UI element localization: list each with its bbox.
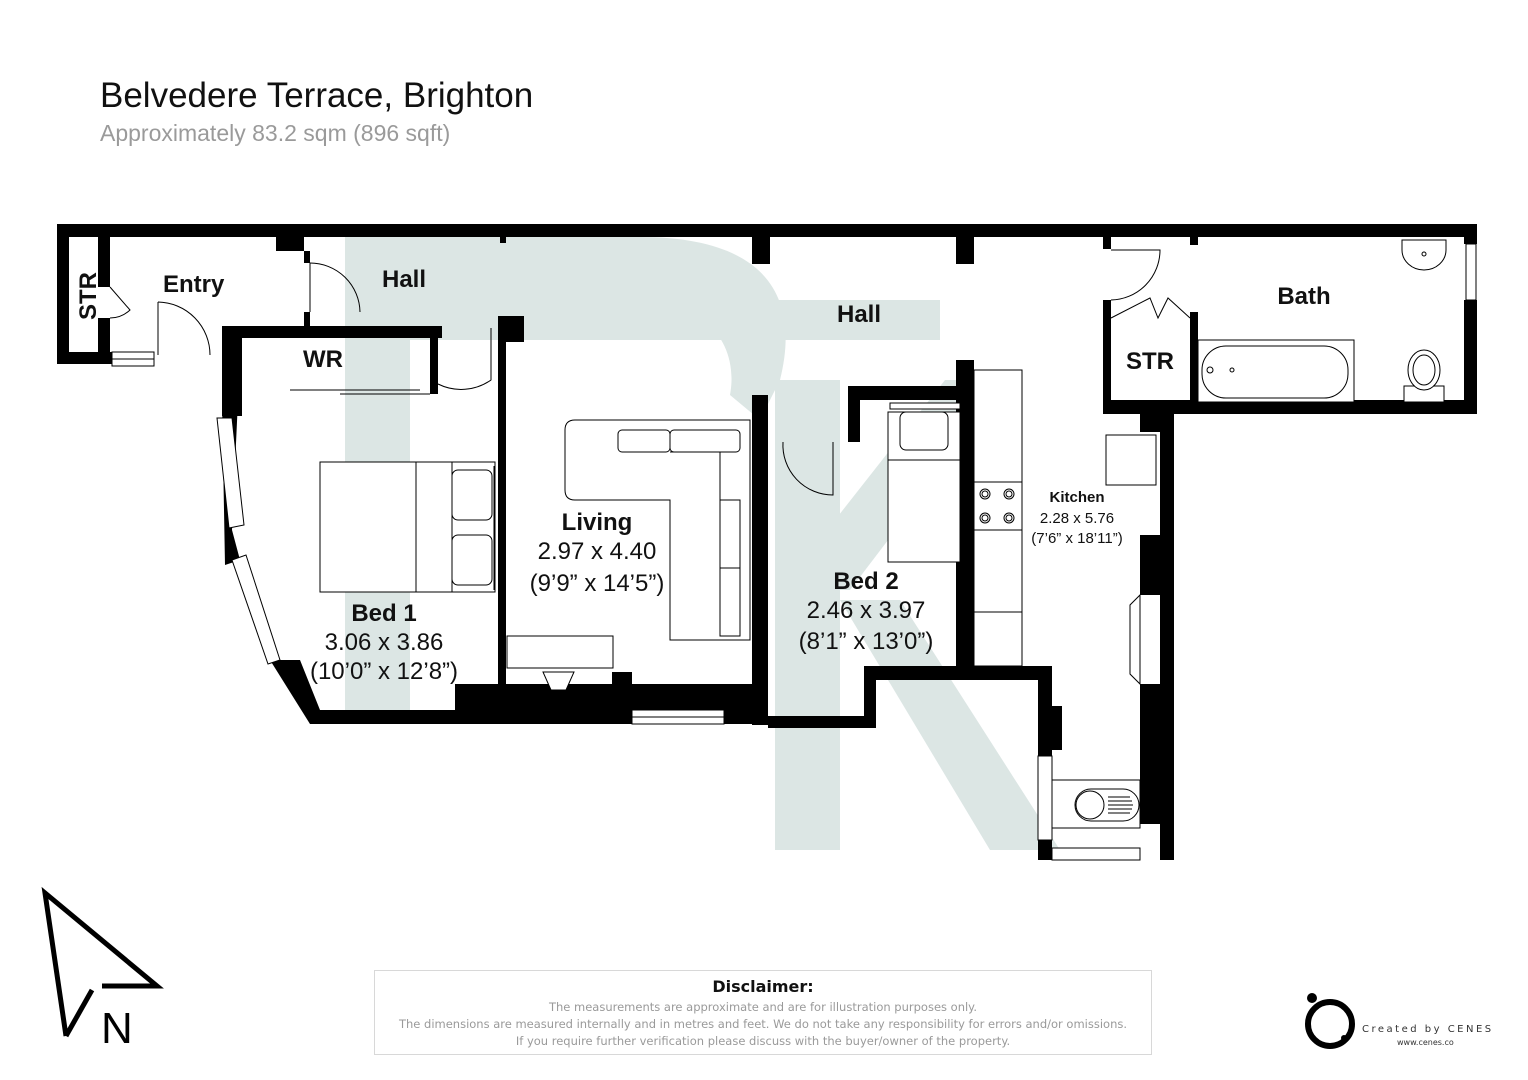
room-label-hall-left: Hall [382,266,426,293]
property-area: Approximately 83.2 sqm (896 sqft) [100,120,451,146]
credit-url[interactable]: www.cenes.co [1397,1038,1454,1047]
room-label-str-right: STR [1126,348,1174,375]
fireplace-icon [542,671,575,691]
radiator-icon [1129,593,1141,686]
disclaimer-heading: Disclaimer: [712,977,814,996]
room-imperial-living: (9’9” x 14’5”) [530,570,665,597]
room-label-hall: Hall [837,301,881,328]
room-label-entry: Entry [163,271,225,298]
kitchen-sink-icon [1051,779,1141,829]
credit-text: Created by CENES [1362,1024,1494,1035]
room-labels: STR Entry Hall Hall WR Bed 1 3.06 x 3.86… [75,266,1331,685]
disclaimer-line: If you require further verification plea… [515,1034,1011,1048]
disclaimer-line: The measurements are approximate and are… [548,1000,978,1014]
compass-label: N [101,1004,133,1053]
windows [111,243,1477,861]
room-label-bed1: Bed 1 [351,600,416,627]
washbasin-icon [1401,239,1447,271]
doors [109,249,1191,496]
room-label-living: Living [562,509,633,536]
walls [57,224,1477,860]
room-label-bed2: Bed 2 [833,568,898,595]
disclaimer-line: The dimensions are measured internally a… [398,1017,1128,1031]
hearth-icon [506,635,614,669]
room-label-bath: Bath [1277,283,1330,310]
room-imperial-kitchen: (7’6” x 18’11”) [1031,530,1122,547]
toilet-icon [1403,349,1445,403]
north-arrow-icon: N [41,886,164,1053]
disclaimer-box: Disclaimer: The measurements are approxi… [374,970,1152,1055]
room-metric-bed2: 2.46 x 3.97 [807,597,926,624]
room-metric-living: 2.97 x 4.40 [538,538,657,565]
room-metric-bed1: 3.06 x 3.86 [325,629,444,656]
furniture [319,239,1447,829]
bathtub-icon [1197,339,1355,403]
fridge-icon [1105,434,1157,486]
room-imperial-bed1: (10’0” x 12’8”) [310,658,458,685]
room-label-str-left: STR [75,272,102,320]
property-title: Belvedere Terrace, Brighton [100,76,534,115]
corner-sofa-icon [564,419,751,641]
cenes-logo-icon [1305,993,1355,1049]
room-imperial-bed2: (8’1” x 13’0”) [799,628,934,655]
single-bed-icon [887,402,961,563]
kitchen-counter-icon [973,369,1023,667]
room-label-kitchen: Kitchen [1049,489,1104,506]
double-bed-icon [319,461,496,593]
room-metric-kitchen: 2.28 x 5.76 [1040,510,1114,527]
room-label-wr: WR [303,346,343,373]
